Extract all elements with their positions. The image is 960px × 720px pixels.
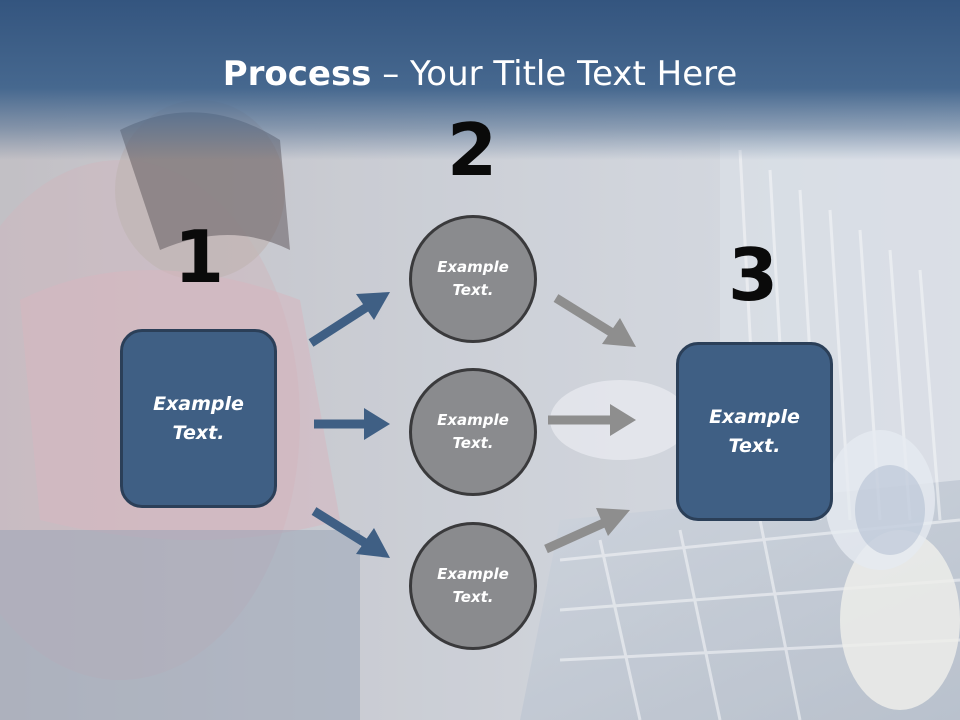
arrow-bottom-to-3	[544, 508, 630, 554]
slide-title: Process – Your Title Text Here	[0, 52, 960, 96]
circle-middle-line1: Example	[437, 411, 509, 429]
step-1-label-line1: Example	[153, 392, 244, 415]
step-1-label: Example Text.	[144, 390, 254, 448]
circle-top-label: Example Text.	[418, 256, 528, 302]
circle-top-line2: Text.	[452, 281, 494, 299]
step-1-box: Example Text.	[120, 329, 277, 508]
circle-middle-label: Example Text.	[418, 409, 528, 455]
step-1-label-line2: Text.	[172, 421, 225, 444]
circle-bottom-label: Example Text.	[418, 563, 528, 609]
title-strong: Process	[222, 54, 372, 94]
arrow-1-to-middle	[314, 408, 390, 440]
step-number-3: 3	[727, 233, 779, 317]
step-number-1: 1	[173, 215, 225, 299]
arrow-top-to-3	[553, 294, 636, 347]
circle-top-line1: Example	[437, 258, 509, 276]
step-3-box: Example Text.	[676, 342, 833, 521]
arrow-1-to-top	[308, 292, 390, 347]
title-rest: – Your Title Text Here	[371, 54, 738, 94]
circle-bottom-line1: Example	[437, 565, 509, 583]
step-3-label-line1: Example	[709, 405, 800, 428]
arrow-1-to-bottom	[311, 507, 390, 558]
step-2-circle-bottom: Example Text.	[409, 522, 537, 650]
step-2-circle-top: Example Text.	[409, 215, 537, 343]
step-3-label: Example Text.	[700, 403, 810, 461]
step-number-2: 2	[446, 108, 498, 192]
step-2-circle-middle: Example Text.	[409, 368, 537, 496]
arrow-middle-to-3	[548, 404, 636, 436]
circle-middle-line2: Text.	[452, 434, 494, 452]
step-3-label-line2: Text.	[728, 434, 781, 457]
circle-bottom-line2: Text.	[452, 588, 494, 606]
title-band	[0, 0, 960, 160]
